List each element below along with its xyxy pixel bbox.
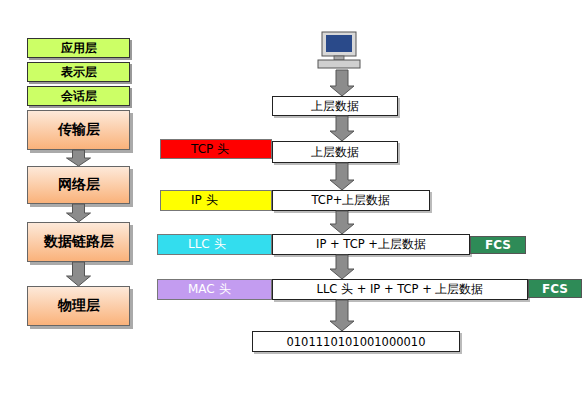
box-label: 应用层 bbox=[61, 40, 97, 57]
trailer-box: FCS bbox=[528, 279, 582, 298]
screen bbox=[326, 35, 352, 52]
box-label: 表示层 bbox=[61, 64, 97, 81]
header-box: TCP 头 bbox=[160, 139, 272, 159]
box-label: 网络层 bbox=[58, 176, 100, 194]
block-arrow bbox=[330, 255, 354, 279]
block-arrow bbox=[330, 163, 354, 190]
data-box: TCP+上层数据 bbox=[272, 190, 430, 211]
box-label: 传输层 bbox=[58, 121, 100, 139]
monitor bbox=[322, 32, 356, 56]
box-label: IP + TCP +上层数据 bbox=[316, 237, 426, 252]
data-box: LLC 头 + IP + TCP + 上层数据 bbox=[272, 279, 528, 300]
data-box: IP + TCP +上层数据 bbox=[272, 234, 470, 255]
layer-box: 会话层 bbox=[27, 86, 130, 106]
box-label: 上层数据 bbox=[311, 145, 359, 160]
down-arrow bbox=[330, 70, 354, 96]
layer-box: 物理层 bbox=[27, 286, 130, 326]
box-label: MAC 头 bbox=[188, 281, 231, 298]
header-box: IP 头 bbox=[160, 190, 272, 211]
base-unit bbox=[318, 60, 360, 68]
computer-icon bbox=[318, 32, 360, 68]
layer-box: 数据链路层 bbox=[27, 222, 130, 262]
block-arrow bbox=[67, 150, 91, 166]
header-box: MAC 头 bbox=[157, 279, 272, 300]
box-label: TCP+上层数据 bbox=[312, 193, 391, 208]
block-arrow bbox=[330, 300, 354, 331]
data-box: 上层数据 bbox=[272, 141, 398, 163]
box-label: LLC 头 + IP + TCP + 上层数据 bbox=[317, 282, 484, 297]
box-label: 会话层 bbox=[61, 88, 97, 105]
box-label: LLC 头 bbox=[188, 236, 226, 253]
stand bbox=[334, 56, 344, 60]
box-label: IP 头 bbox=[191, 192, 218, 209]
box-label: FCS bbox=[542, 282, 568, 296]
layer-box: 传输层 bbox=[27, 110, 130, 150]
bit-stream-box: 0101110101001000010 bbox=[252, 331, 460, 352]
block-arrow bbox=[330, 211, 354, 234]
box-label: 0101110101001000010 bbox=[286, 335, 425, 349]
layer-box: 应用层 bbox=[27, 38, 130, 58]
box-label: TCP 头 bbox=[191, 141, 229, 158]
data-box: 上层数据 bbox=[272, 96, 398, 116]
block-arrow bbox=[67, 204, 91, 222]
layer-box: 表示层 bbox=[27, 62, 130, 82]
box-label: 物理层 bbox=[58, 297, 100, 315]
trailer-box: FCS bbox=[470, 236, 526, 254]
box-label: 上层数据 bbox=[311, 99, 359, 114]
header-box: LLC 头 bbox=[157, 234, 272, 255]
layer-box: 网络层 bbox=[27, 166, 130, 204]
block-arrow bbox=[330, 116, 354, 141]
box-label: FCS bbox=[485, 238, 511, 252]
block-arrow bbox=[67, 262, 91, 286]
box-label: 数据链路层 bbox=[44, 233, 114, 251]
